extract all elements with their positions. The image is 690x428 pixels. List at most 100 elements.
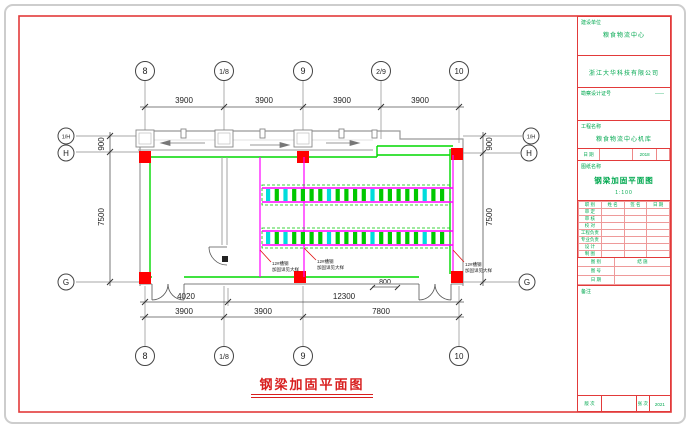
signature-cell [623,229,648,237]
rack-bar [318,232,323,244]
grid-lines [76,80,522,347]
wall-green-lines [149,145,453,278]
signature-cell [600,208,625,216]
rack-bar [353,232,358,244]
rack-bar [370,189,375,201]
beam-label-3-line2: 加固详见大样 [465,267,492,274]
beam-band-2 [261,227,453,249]
signature-cell [646,222,670,230]
drawing-name-label: 图纸名称 [581,164,602,170]
signature-cell: 制 图 [578,250,602,257]
rack-bar [309,232,314,244]
note-label: 备注 [581,289,592,295]
dimension-texts: 3900 3900 3900 3900 4020 12300 3900 3900… [97,96,494,316]
signature-cell [600,236,625,244]
signature-cell [646,215,670,223]
rack-bar [396,232,401,244]
rack-bar [422,189,427,201]
drawing-caption-text: 钢梁加固平面图 [259,377,365,392]
beam-label-2-line1: 12#槽钢 [317,258,334,265]
signature-cell [646,208,670,216]
cert-value: —— [655,91,664,96]
rack-bar [396,189,401,201]
signature-cell [623,215,648,223]
strip-cell: 张 次 [637,396,650,412]
title-block-owner: 建设单位 粮食物流中心 [578,17,670,56]
axis-top-2-9: 2/9 [376,69,386,76]
drawing-caption: 钢梁加固平面图 [232,374,392,398]
signature-cell [623,250,648,257]
dimension-ticks [106,103,487,321]
rack-bar [422,232,427,244]
drawing-name: 钢梁加固平面图 [594,176,654,185]
dimension-lines [109,106,484,318]
signature-cell: 设 计 [578,243,602,251]
owner-label: 建设单位 [581,20,602,26]
axis-right-G: G [524,278,530,287]
signature-cell: 审 核 [578,215,602,223]
signature-cell [623,236,648,244]
axis-left-1H: 1/H [62,135,71,141]
signature-cell: 日 期 [646,201,670,209]
dim-bot2-1: 3900 [175,307,193,316]
axis-bottom-10: 10 [455,352,464,361]
signature-cell [600,215,625,223]
dim-door: 800 [379,279,391,286]
rack-bar [387,232,392,244]
signature-cell [600,229,625,237]
rack-bar [353,189,358,201]
minirow-cell: 日 期 [578,149,601,160]
beam-annotations: 12#槽钢 加固详见大样 12#槽钢 加固详见大样 12#槽钢 加固详见大样 [259,247,492,274]
rack-bar [326,232,332,244]
axis-top-9: 9 [300,66,305,76]
double-door-right [418,283,452,301]
caption-underline [251,394,373,398]
signature-cell: 工程负责 [578,229,602,237]
rack-bar [318,189,323,201]
partition [208,157,228,266]
signature-cell: 校 对 [578,222,602,230]
top-wall-boxes [135,128,378,148]
signature-cell: 审 定 [578,208,602,216]
dim-bot1-1: 4020 [177,292,195,301]
signature-cell [623,208,648,216]
axis-right-H: H [526,149,532,158]
signature-cell [646,229,670,237]
rack-bar [370,232,375,244]
rack-bar [266,232,271,244]
axis-top-1-8: 1/8 [219,69,229,76]
owner-name: 粮食物流中心 [602,33,645,39]
signature-cell: 姓 名 [600,201,625,209]
beam-verticals [259,155,454,277]
rack-bar [344,189,349,201]
rack-bar [335,189,340,201]
dim-top-1: 3900 [175,96,193,105]
signature-cell [623,222,648,230]
dim-bot2-3: 7800 [372,307,390,316]
dim-right-900: 900 [485,137,494,151]
footer-value: 结 施 [637,258,648,264]
title-block-cert: 勘察设计证号 —— [578,88,670,121]
signature-cell [600,222,625,230]
project-name: 粮食物流中心机库 [595,137,652,143]
rack-bar [326,189,332,201]
rack-bar [274,189,279,201]
grid-bubble-labels: 8 1/8 9 2/9 10 8 1/8 9 10 1/H H G 1/H H … [62,66,536,361]
columns [139,148,463,284]
rack-bar [344,232,349,244]
axis-bottom-8: 8 [142,351,147,361]
door-swing-arc [208,246,228,266]
beam-label-2-line2: 加固详见大样 [317,264,344,271]
title-block-notes: 备注 [578,286,670,396]
footer-row: 日 期 [578,275,670,285]
footer-label: 图 号 [578,266,615,275]
rack-bar [361,189,366,201]
rack-bar [387,189,392,201]
flow-arrows [159,139,361,149]
sheet-frame [18,15,672,413]
rack-bar [300,232,305,244]
